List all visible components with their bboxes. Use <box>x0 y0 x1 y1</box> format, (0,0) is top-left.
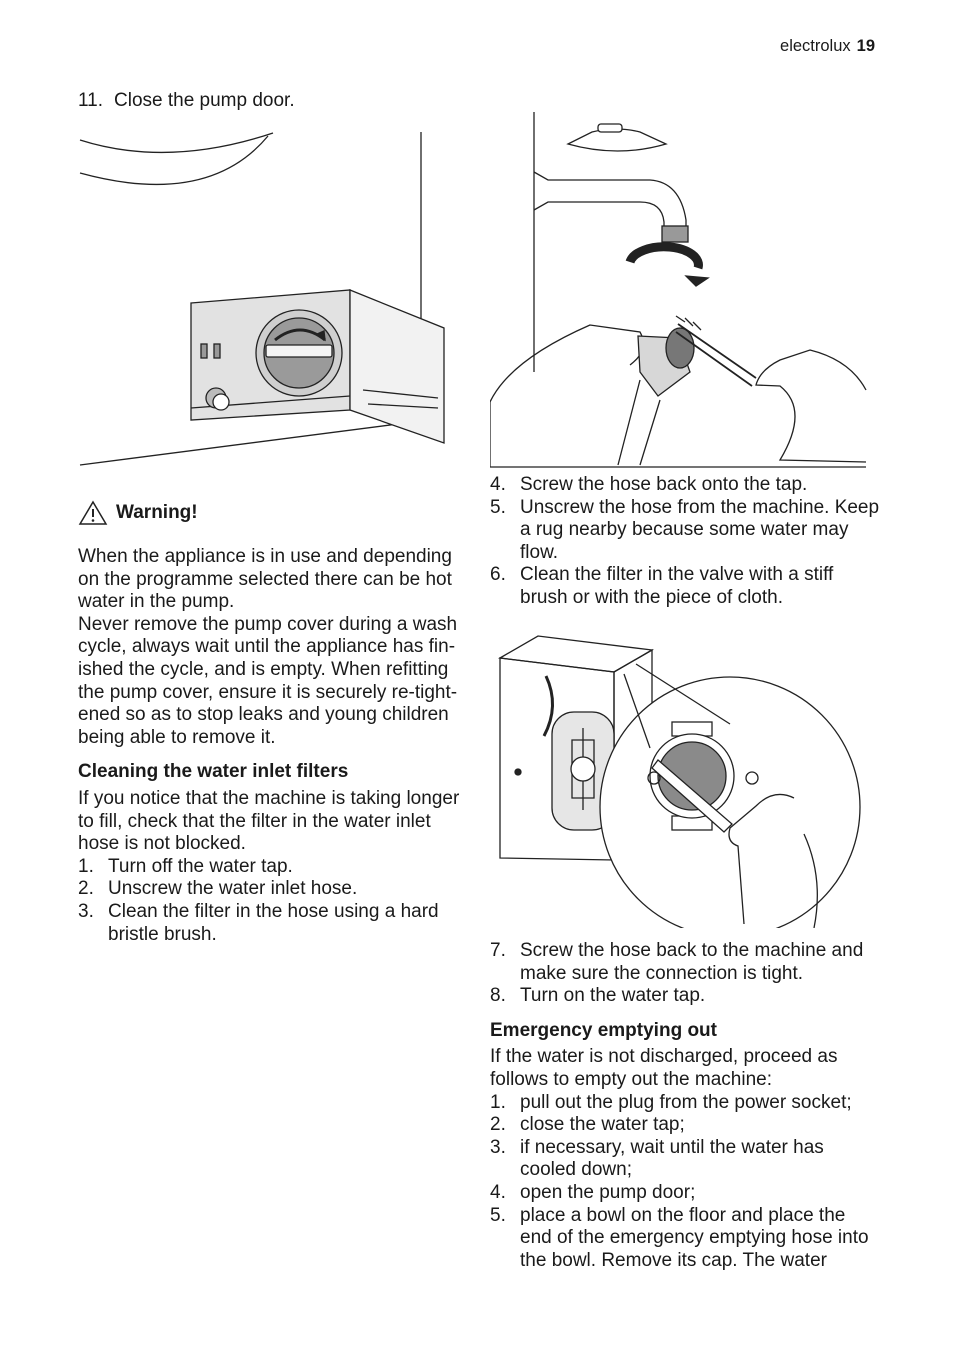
list-item: 2.Unscrew the water inlet hose. <box>78 878 358 900</box>
step-11: 11.Close the pump door. <box>78 90 295 111</box>
list-item: 4.open the pump door; <box>490 1181 696 1203</box>
cleaning-heading: Cleaning the water inlet filters <box>78 761 349 783</box>
list-item: 6.Clean the filter in the valve with a s… <box>490 564 834 608</box>
warning-block: Warning! When the appliance is in use an… <box>78 500 468 946</box>
page-header: electrolux 19 <box>780 37 875 56</box>
page-number: 19 <box>856 37 875 55</box>
steps-7-8: 7.Screw the hose back to the machine and… <box>490 940 882 1272</box>
list-item: 7.Screw the hose back to the machine and… <box>490 940 864 984</box>
warning-paragraph-2: Never remove the pump cover during a was… <box>78 613 458 748</box>
list-item: 3.Clean the filter in the hose using a h… <box>78 900 439 945</box>
list-item: 4.Screw the hose back onto the tap. <box>490 474 808 495</box>
steps-4-6: 4.Screw the hose back onto the tap. 5.Un… <box>490 474 882 610</box>
cleaning-steps: 1.Turn off the water tap. 2.Unscrew the … <box>78 856 468 946</box>
warning-triangle-icon <box>78 500 108 525</box>
emergency-steps: 1.pull out the plug from the power socke… <box>490 1092 882 1273</box>
warning-paragraph-1: When the appliance is in use and dependi… <box>78 546 452 613</box>
list-item: 8.Turn on the water tap. <box>490 985 706 1007</box>
valve-filter-cleaning-illustration <box>497 635 861 928</box>
tap-hose-cleaning-illustration <box>490 112 867 468</box>
list-item: 2.close the water tap; <box>490 1114 685 1136</box>
list-item: 3.if necessary, wait until the water has… <box>490 1136 824 1181</box>
brand-name: electrolux <box>780 37 851 55</box>
cleaning-intro: If you notice that the machine is taking… <box>78 787 460 855</box>
list-item: 1.pull out the plug from the power socke… <box>490 1091 852 1113</box>
emergency-heading: Emergency emptying out <box>490 1019 717 1041</box>
list-item: 5.place a bowl on the floor and place th… <box>490 1204 869 1271</box>
pump-door-illustration <box>79 132 445 466</box>
warning-title: Warning! <box>78 500 468 526</box>
list-item: 1.Turn off the water tap. <box>78 855 293 877</box>
list-item: 5.Unscrew the hose from the machine. Kee… <box>490 496 880 563</box>
emergency-intro: If the water is not discharged, proceed … <box>490 1046 838 1090</box>
